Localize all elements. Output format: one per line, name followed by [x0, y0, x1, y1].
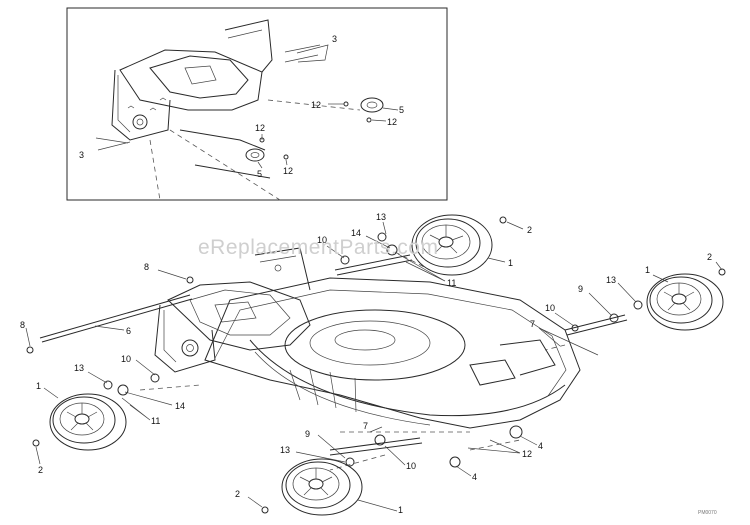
inset-frame: [66, 7, 448, 201]
callout-number: 2: [38, 465, 43, 475]
callout-number: 9: [305, 429, 310, 439]
callout-number: 12: [522, 449, 532, 459]
wheel-right: [646, 273, 724, 331]
callout-number: 2: [707, 252, 712, 262]
callout-number: 1: [36, 381, 41, 391]
callout-number: 8: [20, 320, 25, 330]
callout-number: 2: [235, 489, 240, 499]
inset-callouts: 3 3 12 5 12 12 5 12: [79, 34, 404, 179]
callout-number: 5: [257, 169, 262, 179]
callout-number: 2: [527, 225, 532, 235]
figure-code: PM0070: [698, 510, 717, 516]
wheel-left: [49, 393, 127, 451]
callout-number: 5: [399, 105, 404, 115]
callout-number: 13: [74, 363, 84, 373]
wheel-top: [411, 214, 493, 276]
callout-number: 11: [151, 416, 160, 426]
callout-number: 8: [144, 262, 149, 272]
callout-number: 11: [447, 278, 456, 288]
callout-number: 1: [645, 265, 650, 275]
callout-number: 10: [406, 461, 416, 471]
callout-number: 12: [387, 117, 397, 127]
wheel-bottom: [281, 458, 363, 516]
callout-number: 10: [121, 354, 131, 364]
callout-number: 6: [126, 326, 131, 336]
callout-number: 14: [175, 401, 185, 411]
callout-number: 7: [363, 421, 368, 431]
callout-number: 7: [530, 319, 535, 329]
leader-lines: [25, 221, 723, 512]
callout-number: 4: [538, 441, 543, 451]
main-callouts: 10 13 14 11 1 2 8 2 13 9 1 10 7 8 6 10 1…: [20, 212, 712, 515]
callout-number: 12: [283, 166, 293, 176]
callout-number: 10: [317, 235, 327, 245]
callout-number: 12: [255, 123, 265, 133]
callout-number: 3: [332, 34, 337, 44]
callout-number: 12: [311, 100, 321, 110]
callout-number: 1: [398, 505, 403, 515]
callout-number: 10: [545, 303, 555, 313]
callout-number: 14: [351, 228, 361, 238]
callout-number: 13: [376, 212, 386, 222]
callout-number: 1: [508, 258, 513, 268]
callout-number: 3: [79, 150, 84, 160]
callout-number: 13: [280, 445, 290, 455]
main-assembly-drawing: [26, 216, 726, 514]
callout-number: 4: [472, 472, 477, 482]
callout-number: 13: [606, 275, 616, 285]
watermark-text: eReplacementParts.com: [198, 236, 438, 259]
callout-number: 9: [578, 284, 583, 294]
inset-detail-drawing: [95, 19, 399, 201]
